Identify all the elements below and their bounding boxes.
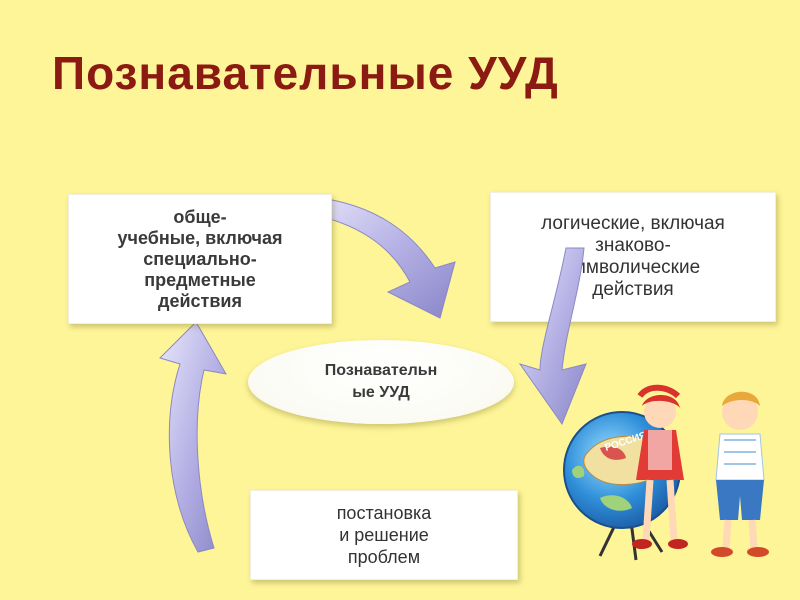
girl-figure [632,384,688,549]
problem-solving-label: постановка и решение проблем [336,503,432,567]
general-actions-label: обще- учебные, включая специально- предм… [117,206,283,311]
logical-actions-label: логические, включая знаково- символическ… [541,213,725,300]
page-title: Познавательные УУД [52,47,559,99]
general-actions-box: обще- учебные, включая специально- предм… [68,194,332,324]
center-node: Познавательн ые УУД [248,340,514,424]
problem-solving-box: постановка и решение проблем [250,490,518,580]
arrow-right [518,247,587,426]
center-node-label: Познавательн ые УУД [324,362,438,401]
logical-actions-box: логические, включая знаково- символическ… [490,192,776,322]
arrow-top [299,195,456,319]
boy-figure [711,391,769,557]
